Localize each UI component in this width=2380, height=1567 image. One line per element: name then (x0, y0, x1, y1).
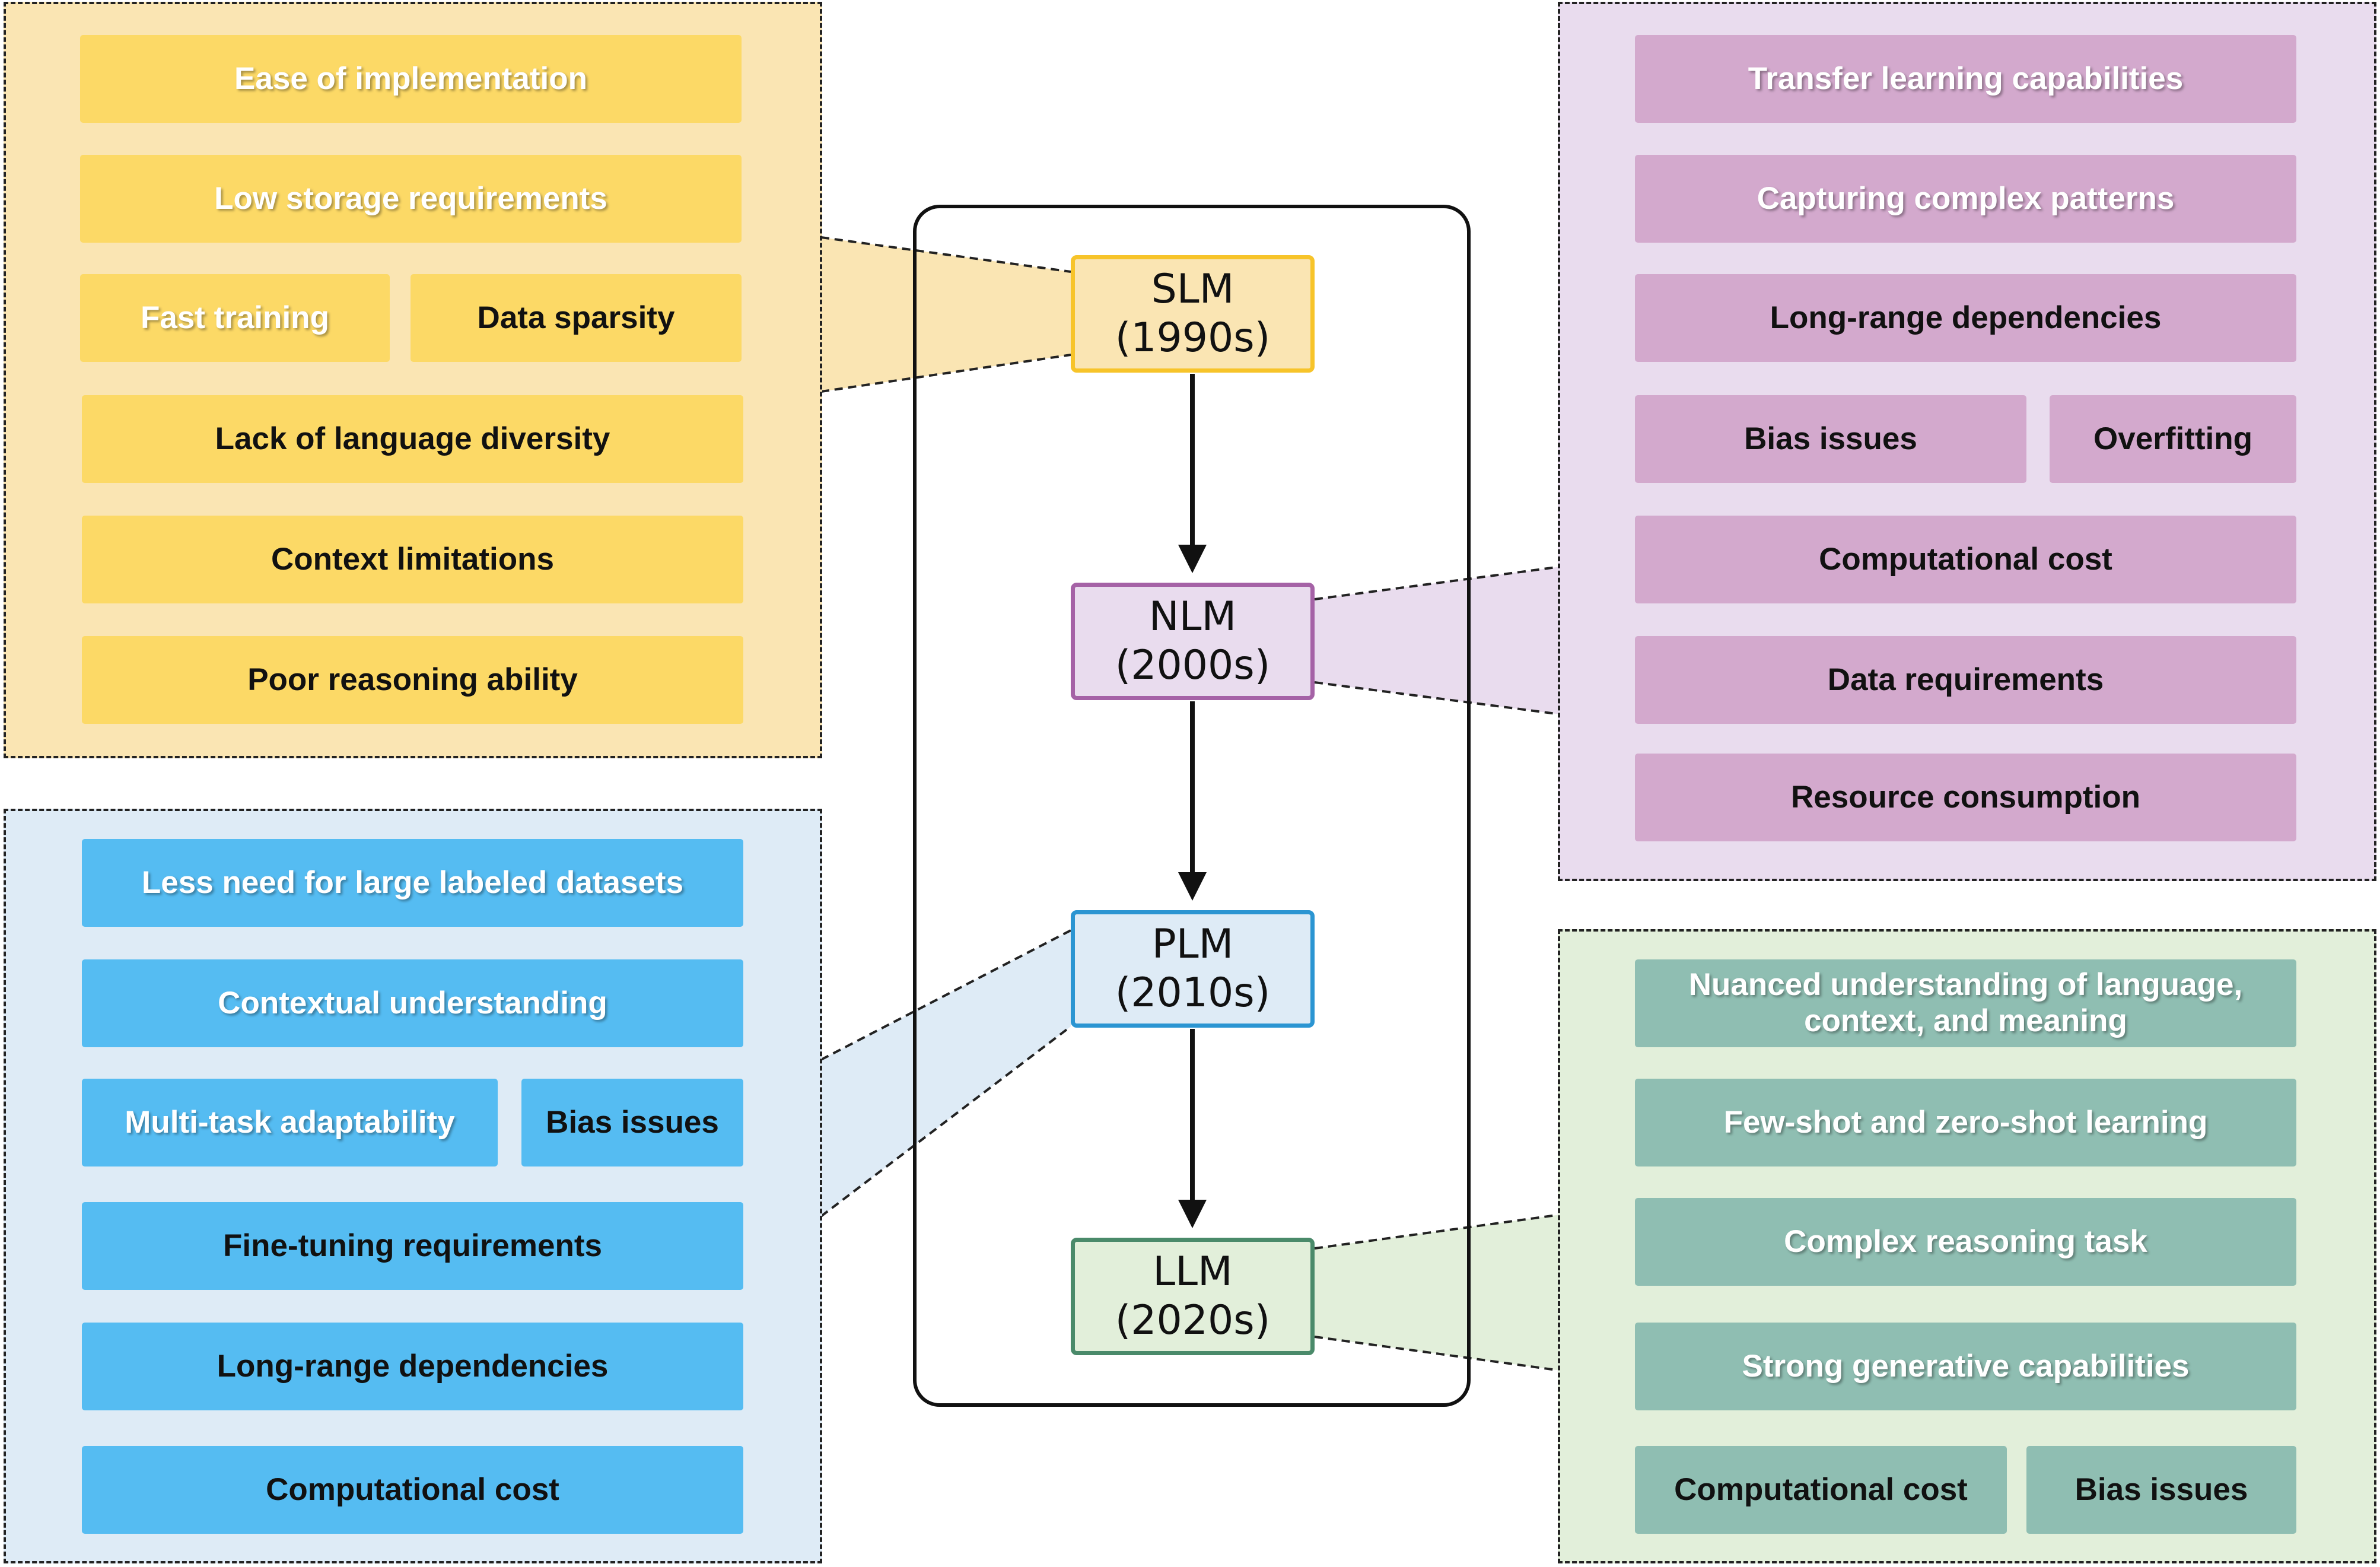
node-plm-period: (2010s) (1115, 970, 1271, 1016)
llm-complex-reasoning: Complex reasoning task (1635, 1198, 2296, 1286)
nlm-computational-cost: Computational cost (1635, 516, 2296, 603)
llm-nuanced-understanding: Nuanced understanding of language, conte… (1635, 959, 2296, 1047)
node-plm: PLM (2010s) (1071, 910, 1315, 1028)
timeline-frame (913, 205, 1471, 1407)
node-plm-name: PLM (1151, 921, 1234, 968)
llm-generative: Strong generative capabilities (1635, 1323, 2296, 1410)
nlm-resource-consumption: Resource consumption (1635, 754, 2296, 841)
plm-contextual-understanding: Contextual understanding (82, 959, 743, 1047)
plm-callout (821, 930, 1071, 1216)
plm-long-range: Long-range dependencies (82, 1323, 743, 1410)
node-nlm-name: NLM (1148, 593, 1237, 641)
node-llm-period: (2020s) (1115, 1297, 1271, 1344)
node-llm: LLM (2020s) (1071, 1238, 1315, 1355)
slm-ease-of-implementation: Ease of implementation (80, 35, 742, 123)
nlm-long-range: Long-range dependencies (1635, 274, 2296, 362)
llm-computational-cost: Computational cost (1635, 1446, 2007, 1534)
slm-data-sparsity: Data sparsity (411, 274, 742, 362)
nlm-callout (1315, 567, 1561, 714)
slm-poor-reasoning: Poor reasoning ability (82, 636, 743, 724)
plm-panel (4, 809, 822, 1563)
nlm-transfer-learning: Transfer learning capabilities (1635, 35, 2296, 123)
nlm-overfitting: Overfitting (2050, 395, 2296, 483)
llm-bias-issues: Bias issues (2026, 1446, 2296, 1534)
node-nlm-period: (2000s) (1115, 642, 1271, 689)
node-slm: SLM (1990s) (1071, 255, 1315, 373)
slm-panel (4, 2, 822, 758)
plm-bias-issues: Bias issues (521, 1079, 743, 1166)
slm-context-limitations: Context limitations (82, 516, 743, 603)
llm-callout (1315, 1215, 1561, 1371)
plm-computational-cost: Computational cost (82, 1446, 743, 1534)
node-llm-name: LLM (1153, 1248, 1233, 1296)
llm-few-shot: Few-shot and zero-shot learning (1635, 1079, 2296, 1166)
node-slm-name: SLM (1151, 266, 1234, 313)
slm-callout (821, 237, 1071, 392)
plm-multitask: Multi-task adaptability (82, 1079, 498, 1166)
slm-language-diversity: Lack of language diversity (82, 395, 743, 483)
plm-less-labeled-data: Less need for large labeled datasets (82, 839, 743, 927)
nlm-bias-issues: Bias issues (1635, 395, 2026, 483)
node-nlm: NLM (2000s) (1071, 583, 1315, 700)
plm-fine-tuning: Fine-tuning requirements (82, 1202, 743, 1290)
node-slm-period: (1990s) (1115, 314, 1271, 361)
nlm-data-requirements: Data requirements (1635, 636, 2296, 724)
nlm-complex-patterns: Capturing complex patterns (1635, 155, 2296, 243)
slm-fast-training: Fast training (80, 274, 390, 362)
slm-low-storage: Low storage requirements (80, 155, 742, 243)
